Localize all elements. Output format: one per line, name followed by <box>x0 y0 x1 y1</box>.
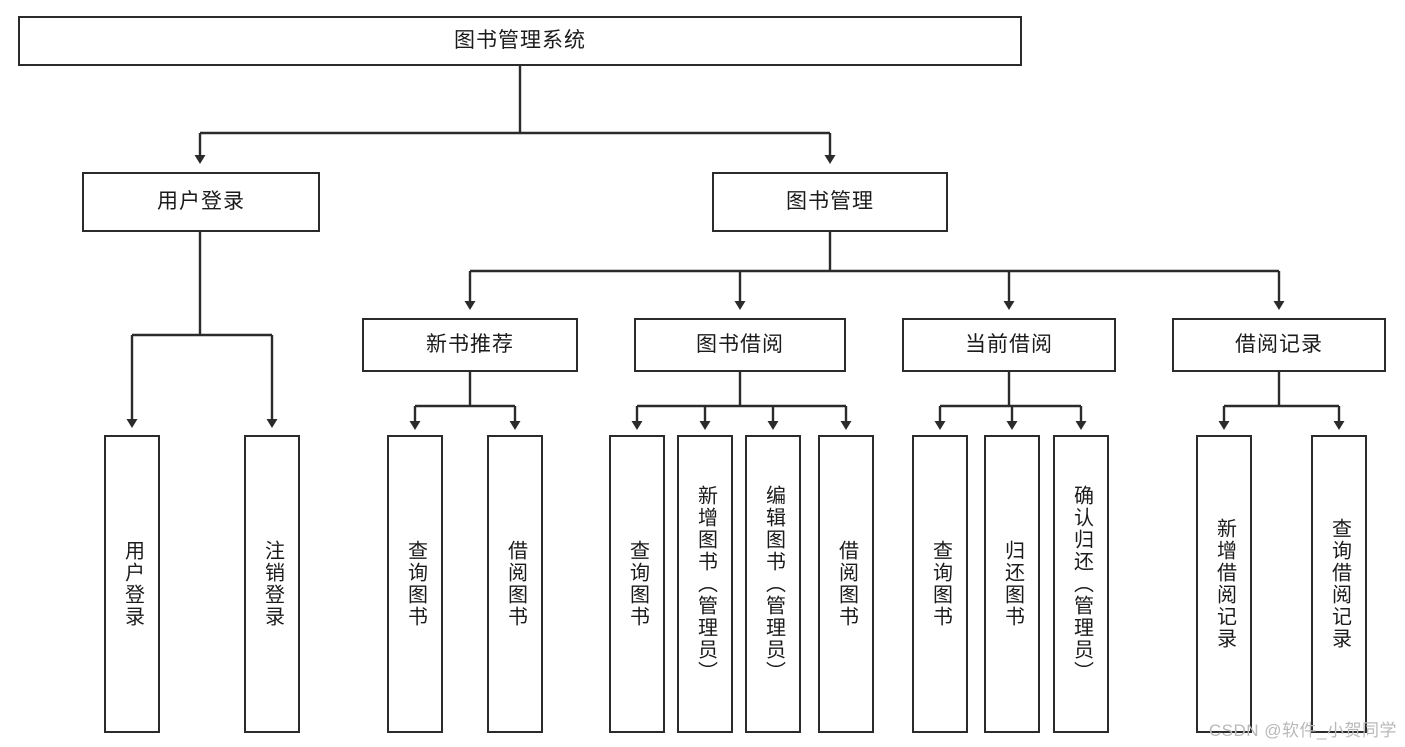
node-leaf-11[interactable]: 新增借阅记录 <box>1196 435 1252 733</box>
node-label: 用户登录 <box>157 190 245 214</box>
node-leaf-5[interactable]: 新增图书（管理员） <box>677 435 733 733</box>
node-label: 图书管理 <box>786 190 874 214</box>
node-label: 用户登录 <box>121 540 144 628</box>
node-label: 图书借阅 <box>696 333 784 357</box>
watermark-label: CSDN @软件_小贺同学 <box>1208 721 1397 740</box>
node-leaf-9[interactable]: 归还图书 <box>984 435 1040 733</box>
node-level2-0[interactable]: 用户登录 <box>82 172 320 232</box>
node-leaf-6[interactable]: 编辑图书（管理员） <box>745 435 801 733</box>
node-level3-3[interactable]: 借阅记录 <box>1172 318 1386 372</box>
node-level3-0[interactable]: 新书推荐 <box>362 318 578 372</box>
node-label: 当前借阅 <box>965 333 1053 357</box>
node-label: 查询图书 <box>929 540 952 628</box>
node-label: 确认归还（管理员） <box>1070 485 1093 683</box>
node-leaf-1[interactable]: 注销登录 <box>244 435 300 733</box>
node-leaf-4[interactable]: 查询图书 <box>609 435 665 733</box>
node-leaf-0[interactable]: 用户登录 <box>104 435 160 733</box>
node-label: 查询借阅记录 <box>1328 518 1351 650</box>
node-label: 查询图书 <box>626 540 649 628</box>
node-leaf-10[interactable]: 确认归还（管理员） <box>1053 435 1109 733</box>
node-label: 图书管理系统 <box>454 29 586 53</box>
node-level2-1[interactable]: 图书管理 <box>712 172 948 232</box>
node-leaf-12[interactable]: 查询借阅记录 <box>1311 435 1367 733</box>
node-label: 借阅图书 <box>835 540 858 628</box>
node-leaf-8[interactable]: 查询图书 <box>912 435 968 733</box>
node-leaf-7[interactable]: 借阅图书 <box>818 435 874 733</box>
node-label: 借阅图书 <box>504 540 527 628</box>
node-level3-2[interactable]: 当前借阅 <box>902 318 1116 372</box>
node-level3-1[interactable]: 图书借阅 <box>634 318 846 372</box>
node-label: 查询图书 <box>404 540 427 628</box>
node-leaf-3[interactable]: 借阅图书 <box>487 435 543 733</box>
node-root[interactable]: 图书管理系统 <box>18 16 1022 66</box>
node-label: 新书推荐 <box>426 333 514 357</box>
node-label: 归还图书 <box>1001 540 1024 628</box>
node-label: 借阅记录 <box>1235 333 1323 357</box>
node-label: 注销登录 <box>261 540 284 628</box>
node-label: 编辑图书（管理员） <box>762 485 785 683</box>
node-label: 新增借阅记录 <box>1213 518 1236 650</box>
node-label: 新增图书（管理员） <box>694 485 717 683</box>
node-leaf-2[interactable]: 查询图书 <box>387 435 443 733</box>
